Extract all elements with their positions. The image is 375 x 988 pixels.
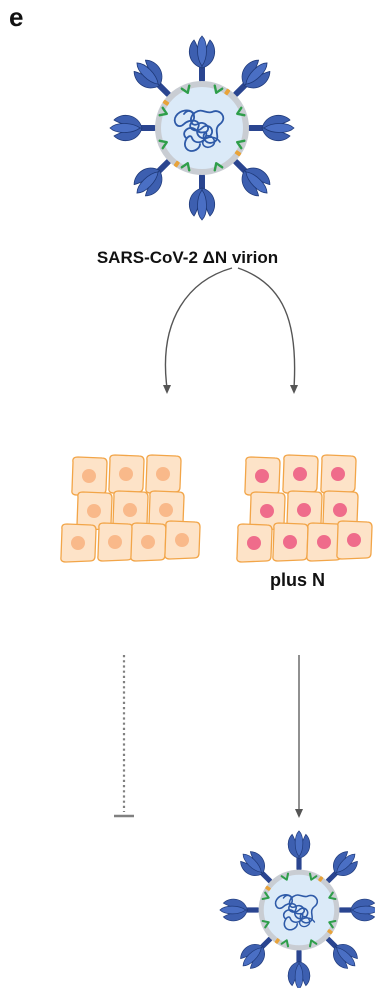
virion-label: SARS-CoV-2 ΔN virion: [96, 248, 279, 267]
plus-n-label: plus N: [270, 570, 326, 590]
panel-letter: e: [9, 2, 24, 32]
cell-nuclei-plus-n: [247, 467, 361, 550]
arrowheads-top: [163, 385, 298, 394]
progeny-virion-icon: [220, 831, 375, 988]
inhibition-line: [114, 655, 134, 818]
production-arrow: [295, 655, 303, 818]
branch-arrows: [164, 267, 296, 389]
cell-nuclei-plain: [71, 467, 189, 550]
virion-icon: [110, 36, 294, 220]
